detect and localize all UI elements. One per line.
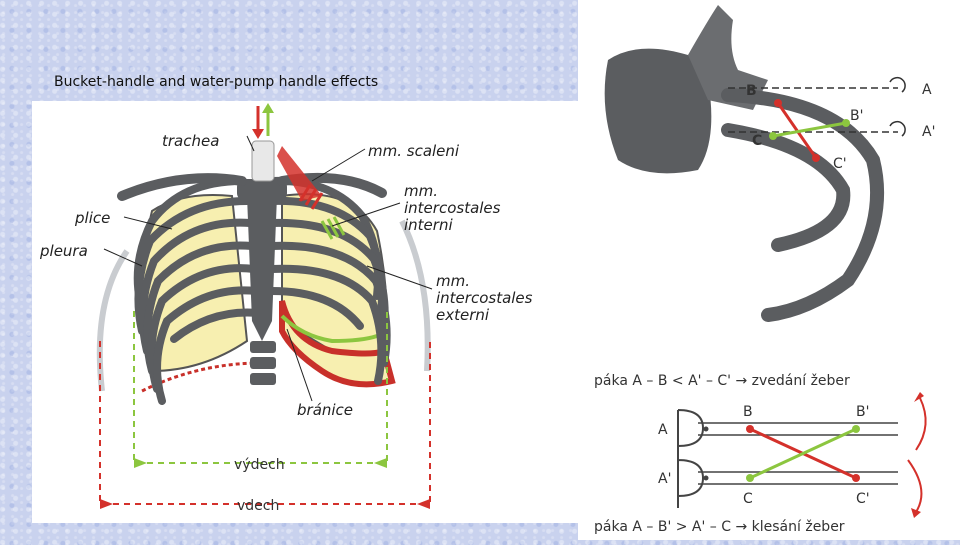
rib-lever-panel: B B' C C' A A' páka A – B < A' – C' → zv… [578,0,960,540]
lever-caption-top: páka A – B < A' – C' → zvedání žeber [594,373,850,389]
rib-upper [721,88,885,322]
label-branice: bránice [297,401,353,419]
label-vydech: výdech [234,457,285,473]
ribs [133,176,391,405]
sternum [247,196,277,341]
label-externi-1: mm. [436,272,470,290]
rotate-arrow-A [889,76,906,93]
arrow-down-red [907,459,923,513]
intercostales-externi-hatch [298,184,324,210]
diaphragm-red [279,300,396,388]
label-pleura: pleura [39,242,88,260]
manubrium [237,179,287,201]
chest-diagram-panel: trachea mm. scaleni mm. intercostales in… [32,101,578,523]
vertebra-lever-diagram: B B' C C' A A' páka A – B < A' – C' → zv… [594,5,935,535]
lumbar-spine [250,341,276,385]
vertebra-body [604,48,712,174]
diaphragm-green [280,314,378,344]
lever-label-B: B [743,404,753,420]
label-interni-2: intercostales [404,199,501,217]
vydech-dimension [133,311,388,468]
label-scaleni: mm. scaleni [368,142,460,160]
lever-label-C-prime: C' [856,491,870,507]
vertebra-label-C: C [752,133,762,149]
label-interni-1: mm. [404,182,438,200]
pointer-lines [103,135,433,402]
lever-label-A: A [658,422,668,438]
label-externi-3: externi [436,306,490,324]
lever-label-B-prime: B' [856,404,869,420]
label-plice: plice [74,209,110,227]
trachea-tube [251,140,275,182]
label-interni-3: interni [404,216,453,234]
rib-lower [721,123,851,252]
vertebra-label-B: B [746,83,757,99]
label-trachea: trachea [162,132,219,150]
rotate-arrow-A-prime [889,120,906,137]
lever-label-A-prime: A' [658,471,671,487]
lever-caption-bottom: páka A – B' > A' – C → klesání žeber [594,519,845,535]
label-vdech: vdech [237,498,279,514]
vertebra-label-B-prime: B' [850,108,863,124]
vertebral-process [688,5,768,110]
lever-schematic [677,409,898,508]
intercostales-interni-hatch [320,216,346,240]
vertebra-label-A-prime: A' [922,124,935,140]
label-externi-2: intercostales [436,289,533,307]
scaleni-muscle [277,146,322,201]
expanded-ribs [96,219,431,392]
vertebra-label-C-prime: C' [833,156,847,172]
arrow-up-red [915,397,927,451]
lever-label-C: C [743,491,753,507]
lever-green [772,121,847,138]
vdech-dimension [99,341,431,509]
vertebra-label-A: A [922,82,932,98]
slide-title: Bucket-handle and water-pump handle effe… [54,74,379,90]
chest-diagram: trachea mm. scaleni mm. intercostales in… [39,103,533,514]
